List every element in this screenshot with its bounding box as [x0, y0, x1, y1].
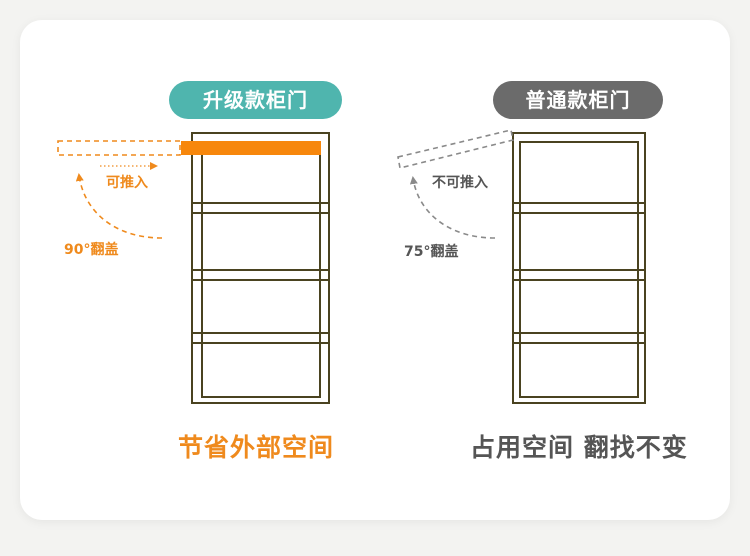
- open-door-bar: [181, 141, 321, 155]
- rotation-arc-arrow: [75, 173, 163, 239]
- tilted-door-outline: [397, 129, 514, 169]
- upgraded-cabinet-drawing: 可推入 90°翻盖: [57, 132, 330, 404]
- regular-cabinet-drawing: 不可推入 75°翻盖: [397, 129, 646, 404]
- upgraded-cabinet-door-badge: 升级款柜门: [169, 81, 342, 119]
- cabinet-inner-frame: [201, 153, 321, 398]
- upgraded-caption: 节省外部空间: [178, 433, 335, 462]
- cabinet-outer-frame: [191, 132, 330, 404]
- cabinet-outer-frame: [512, 132, 646, 404]
- regular-caption: 占用空间 翻找不变: [470, 433, 688, 462]
- cannot-push-in-label: 不可推入: [432, 174, 488, 191]
- pushed-in-door-outline: [57, 140, 181, 156]
- angle-label: 75°翻盖: [404, 243, 458, 260]
- rotation-arc-arrow: [409, 176, 496, 239]
- regular-cabinet-door-badge: 普通款柜门: [493, 81, 663, 119]
- angle-label: 90°翻盖: [64, 241, 118, 258]
- push-in-label: 可推入: [106, 174, 148, 191]
